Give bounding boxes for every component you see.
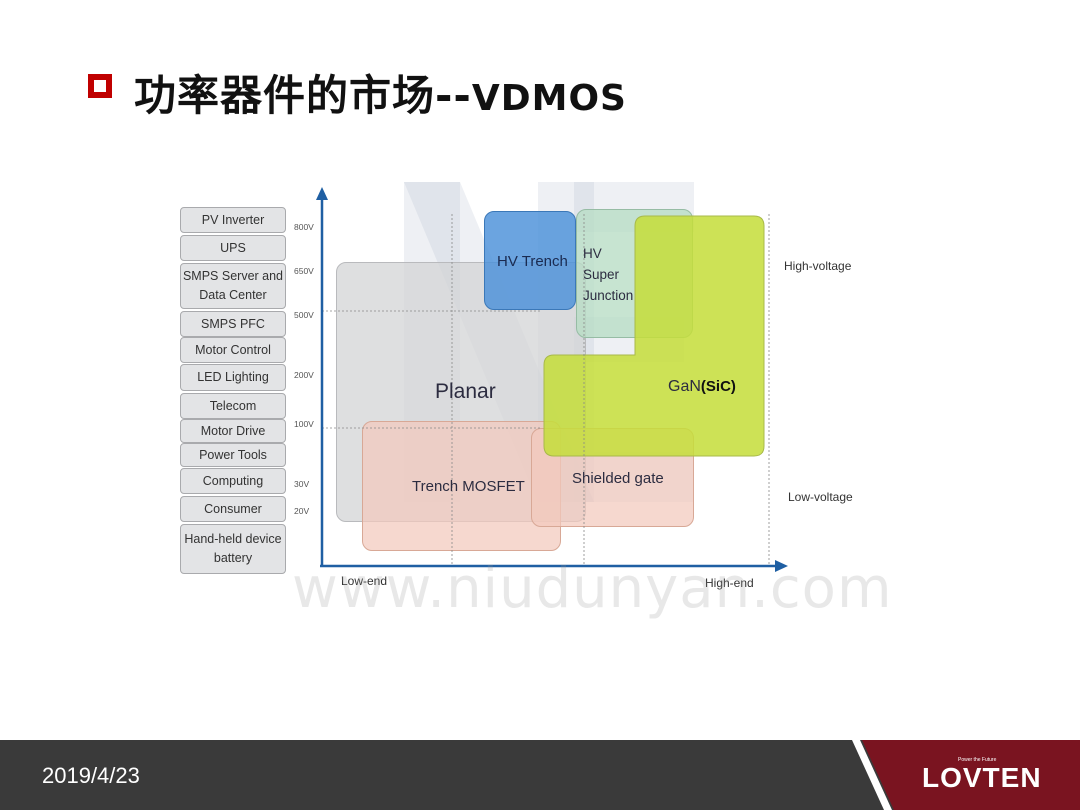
label-planar: Planar	[435, 380, 496, 403]
voltage-label-650v: 650V	[294, 266, 314, 276]
label-low-end: Low-end	[341, 574, 388, 588]
voltage-label-100v: 100V	[294, 419, 314, 429]
label-gan: GaN(SiC)	[668, 378, 736, 396]
voltage-label-200v: 200V	[294, 370, 314, 380]
app-consumer: Consumer	[180, 496, 286, 522]
voltage-label-20v: 20V	[294, 506, 310, 516]
label-shielded-gate: Shielded gate	[572, 470, 664, 487]
watermark-url: www.niudunyan.com	[292, 556, 893, 621]
label-high-voltage: High-voltage	[784, 259, 852, 273]
footer-date: 2019/4/23	[42, 763, 140, 788]
logo-tagline: Power the Future	[958, 757, 997, 763]
label-low-voltage: Low-voltage	[788, 490, 853, 504]
app-motor-control: Motor Control	[180, 337, 286, 363]
app-computing: Computing	[180, 468, 286, 494]
title-main: 功率器件的市场--	[134, 71, 472, 120]
title-bullet-square	[88, 74, 112, 98]
app-power-tools: Power Tools	[180, 443, 286, 467]
voltage-label-800v: 800V	[294, 222, 314, 232]
app-led-lighting: LED Lighting	[180, 364, 286, 391]
app-handheld-battery: Hand-held device battery	[180, 524, 286, 574]
region-trench-mosfet	[362, 421, 561, 551]
label-trench-mosfet: Trench MOSFET	[412, 478, 525, 495]
voltage-label-500v: 500V	[294, 310, 314, 320]
label-hv-super-junction: HV Super Junction	[583, 246, 634, 303]
label-gan-main: GaN	[668, 378, 701, 395]
footer-logo-background	[852, 740, 1080, 810]
voltage-label-30v: 30V	[294, 479, 310, 489]
x-axis-arrow	[775, 560, 788, 572]
label-high-end: High-end	[705, 576, 754, 590]
app-smps-server: SMPS Server and Data Center	[180, 263, 286, 309]
region-hv-trench	[484, 211, 576, 310]
app-pv-inverter: PV Inverter	[180, 207, 286, 233]
title-latin: VDMOS	[471, 78, 627, 119]
y-axis-arrow	[316, 187, 328, 200]
app-smps-pfc: SMPS PFC	[180, 311, 286, 337]
app-motor-drive: Motor Drive	[180, 419, 286, 443]
app-ups: UPS	[180, 235, 286, 261]
page-title: 功率器件的市场--VDMOS	[134, 62, 627, 123]
app-telecom: Telecom	[180, 393, 286, 419]
company-logo: LOVTEN	[922, 762, 1042, 793]
label-gan-sic: (SiC)	[700, 378, 736, 395]
label-hv-trench: HV Trench	[497, 253, 568, 270]
